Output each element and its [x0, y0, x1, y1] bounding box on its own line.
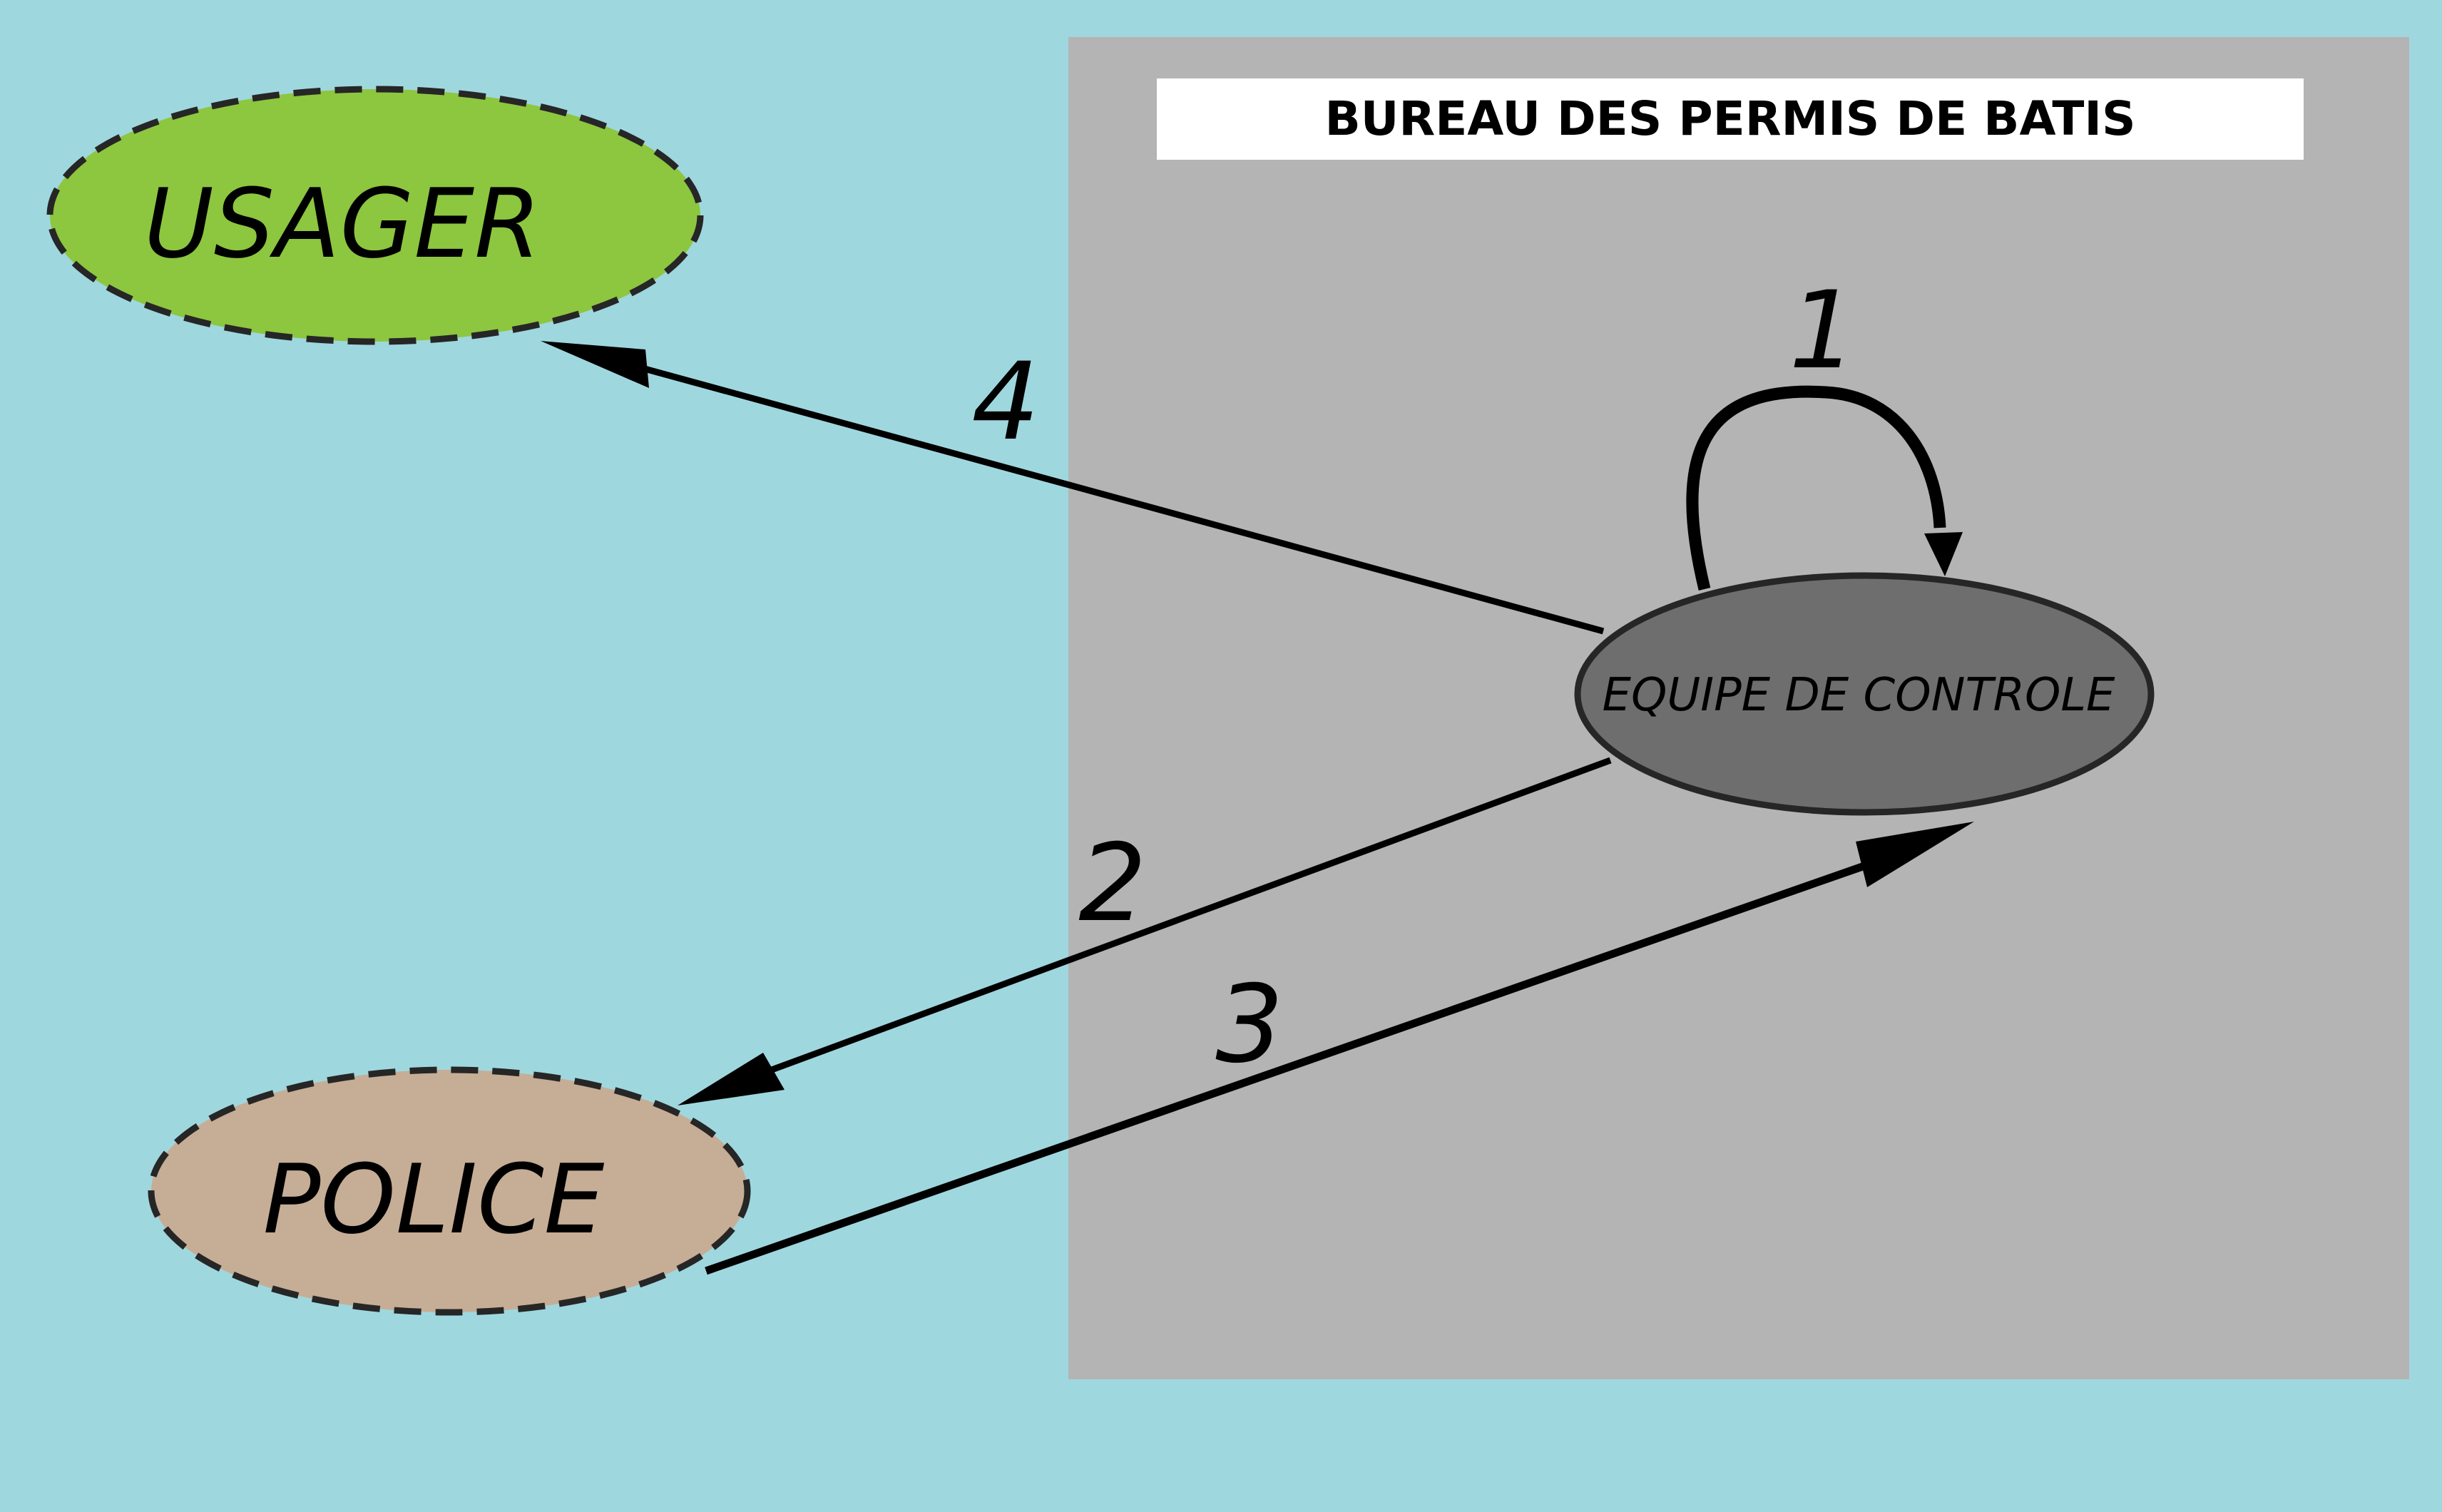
- node-police: POLICE: [148, 1066, 751, 1316]
- edge-2-label: 2: [1078, 822, 1146, 946]
- node-police-label: POLICE: [263, 1144, 605, 1255]
- edge-1-arrowhead: [1924, 532, 1963, 576]
- edge-2: [678, 757, 1612, 1105]
- edge-3-line: [705, 860, 1870, 1275]
- edge-4-line: [640, 364, 1605, 635]
- edge-2-line: [770, 757, 1612, 1073]
- edge-1-loop: [1686, 385, 1963, 591]
- bureau-title: BUREAU DES PERMIS DE BATIS: [1324, 91, 2135, 146]
- edge-1-path: [1686, 385, 1946, 591]
- node-equipe-de-controle: EQUIPE DE CONTROLE: [1574, 572, 2155, 816]
- edge-1-label: 1: [1789, 269, 1856, 393]
- edge-3-arrowhead: [1856, 822, 1974, 887]
- edge-3: [705, 822, 1974, 1275]
- bureau-title-box: [1157, 78, 2304, 160]
- node-equipe-shape: [1574, 572, 2155, 816]
- edge-2-arrowhead: [678, 1053, 785, 1105]
- edge-4-arrowhead: [541, 341, 649, 388]
- edge-3-label: 3: [1215, 963, 1283, 1087]
- edge-4-label: 4: [971, 340, 1039, 464]
- node-usager: USAGER: [46, 86, 704, 345]
- edge-4: [541, 341, 1605, 635]
- node-police-shape: [148, 1066, 751, 1316]
- node-usager-shape: [46, 86, 704, 345]
- node-equipe-label: EQUIPE DE CONTROLE: [1603, 669, 2116, 722]
- node-usager-label: USAGER: [144, 168, 541, 280]
